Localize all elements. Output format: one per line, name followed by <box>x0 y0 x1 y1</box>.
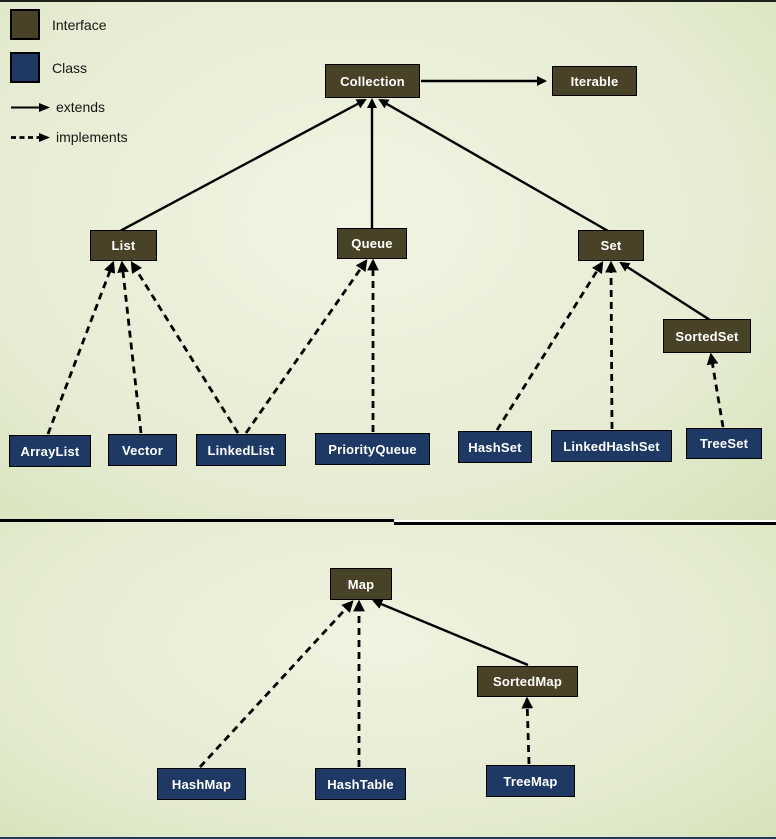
legend-label-implements: implements <box>56 129 128 145</box>
node-treemap: TreeMap <box>486 765 575 797</box>
node-hashset: HashSet <box>458 431 532 463</box>
bottom-border <box>0 837 776 839</box>
node-queue: Queue <box>337 228 407 259</box>
node-linkedhashset: LinkedHashSet <box>551 430 672 462</box>
node-arraylist: ArrayList <box>9 435 91 467</box>
node-map: Map <box>330 568 392 600</box>
node-sortedmap: SortedMap <box>477 666 578 697</box>
edge-hashset-set <box>495 261 604 431</box>
legend-row-implements: implements <box>10 129 128 145</box>
node-vector: Vector <box>108 434 177 466</box>
node-iterable: Iterable <box>552 66 637 96</box>
node-sortedset: SortedSet <box>663 319 751 353</box>
interface-swatch-icon <box>10 9 40 40</box>
edge-hashmap-map <box>198 600 354 768</box>
node-hashmap: HashMap <box>157 768 246 800</box>
edge-treeset-sortedset <box>706 352 725 428</box>
edge-linkedhashset-set <box>605 260 617 430</box>
edge-vector-list <box>117 260 143 434</box>
edge-linkedlist-list <box>130 261 240 434</box>
legend-label-class: Class <box>52 59 88 76</box>
node-hashtable: HashTable <box>315 768 406 800</box>
node-linkedlist: LinkedList <box>196 434 286 466</box>
legend-row-extends: extends <box>10 99 105 115</box>
edge-sortedmap-map <box>372 599 529 667</box>
edge-set-collection <box>378 98 609 233</box>
node-set: Set <box>578 230 644 261</box>
solid-arrow-icon <box>11 102 50 112</box>
edge-linkedlist-queue <box>244 259 368 434</box>
node-priorityqueue: PriorityQueue <box>315 433 430 465</box>
class-swatch-icon <box>10 52 40 83</box>
legend-label-extends: extends <box>56 99 106 115</box>
node-treeset: TreeSet <box>686 428 762 459</box>
edge-list-collection <box>119 98 367 233</box>
dashed-arrow-icon <box>11 132 50 142</box>
top-border <box>0 0 776 2</box>
node-list: List <box>90 230 157 261</box>
section-divider-right <box>394 522 776 525</box>
edge-treemap-sortedmap <box>521 696 534 765</box>
edge-arraylist-list <box>46 260 116 435</box>
edge-sortedset-set <box>619 261 711 322</box>
node-collection: Collection <box>325 64 420 98</box>
legend-row-interface: Interface <box>10 9 106 40</box>
legend-label-interface: Interface <box>52 16 107 33</box>
legend-row-class: Class <box>10 52 87 83</box>
section-divider-left <box>0 519 394 522</box>
